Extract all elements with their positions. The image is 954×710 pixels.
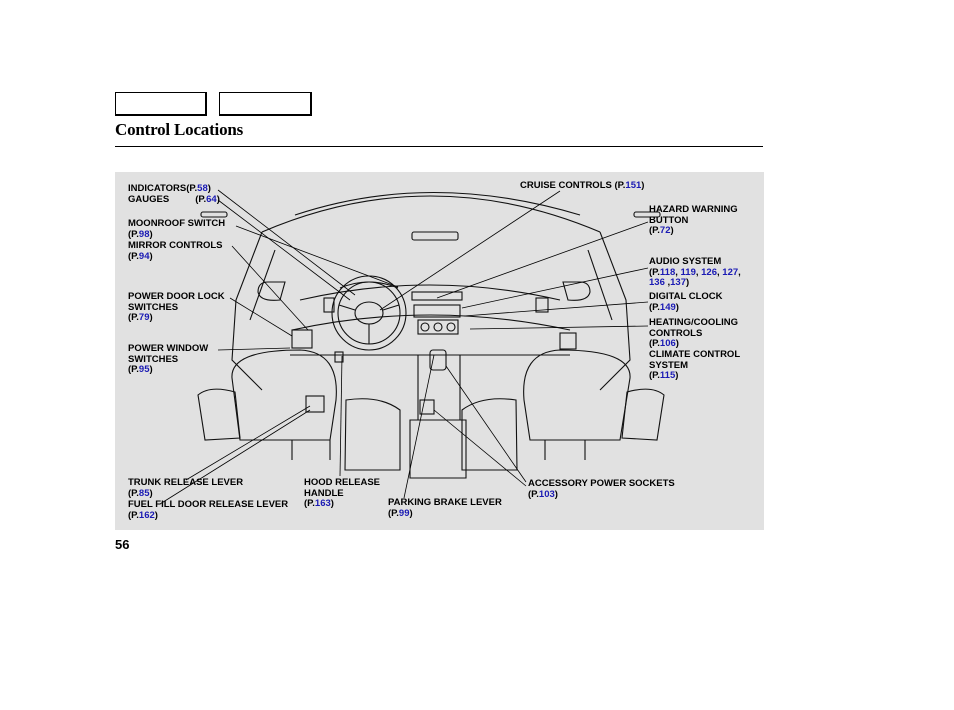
link-audio-page-3[interactable]: 126 bbox=[701, 266, 717, 278]
label-audio-system: AUDIO SYSTEM (P.118, 119, 126, 127, 136 … bbox=[649, 256, 741, 288]
link-clock-page[interactable]: 149 bbox=[659, 301, 676, 313]
label-digital-clock: DIGITAL CLOCK (P.149) bbox=[649, 291, 723, 313]
link-audio-page-1[interactable]: 118 bbox=[659, 266, 676, 278]
link-trunk-page[interactable]: 85 bbox=[138, 487, 150, 499]
link-parking-page[interactable]: 99 bbox=[398, 507, 410, 519]
label-gauges: GAUGES(P.64) bbox=[128, 194, 220, 205]
link-cruise-page[interactable]: 151 bbox=[625, 180, 642, 191]
label-mirror-controls: MIRROR CONTROLS (P.94) bbox=[128, 240, 223, 262]
label-hood-release: HOOD RELEASE HANDLE (P.163) bbox=[304, 477, 381, 509]
link-accessory-page[interactable]: 103 bbox=[538, 488, 555, 500]
label-parking-brake: PARKING BRAKE LEVER (P.99) bbox=[388, 497, 502, 519]
link-audio-page-6[interactable]: 137 bbox=[670, 277, 686, 288]
link-door-lock-page[interactable]: 79 bbox=[138, 312, 150, 323]
link-window-page[interactable]: 95 bbox=[138, 364, 150, 375]
label-moonroof-switch: MOONROOF SWITCH (P.98) bbox=[128, 218, 226, 240]
nav-tab-2[interactable] bbox=[219, 92, 312, 116]
label-heating-cooling: HEATING/COOLING CONTROLS (P.106) bbox=[649, 317, 739, 349]
link-climate-page[interactable]: 115 bbox=[659, 370, 676, 381]
link-audio-page-5[interactable]: 136 bbox=[649, 277, 665, 288]
label-hazard-button: HAZARD WARNING BUTTON (P.72) bbox=[649, 204, 738, 236]
link-gauges-page[interactable]: 64 bbox=[206, 194, 217, 205]
link-hazard-page[interactable]: 72 bbox=[659, 225, 671, 236]
link-fuel-page[interactable]: 162 bbox=[138, 509, 155, 521]
label-power-door-lock: POWER DOOR LOCK SWITCHES (P.79) bbox=[128, 291, 225, 323]
link-indicators-page[interactable]: 58 bbox=[197, 183, 208, 194]
page-title: Control Locations bbox=[115, 120, 244, 139]
label-power-window: POWER WINDOW SWITCHES (P.95) bbox=[128, 343, 209, 375]
label-climate-control: CLIMATE CONTROL SYSTEM (P.115) bbox=[649, 349, 741, 381]
link-hood-page[interactable]: 163 bbox=[314, 498, 331, 509]
link-mirror-page[interactable]: 94 bbox=[138, 250, 150, 262]
nav-tab-1[interactable] bbox=[115, 92, 207, 116]
link-heating-page[interactable]: 106 bbox=[659, 338, 676, 349]
label-fuel-fill-door: FUEL FILL DOOR RELEASE LEVER (P.162) bbox=[128, 499, 289, 521]
label-indicators: INDICATORS(P.58) bbox=[128, 183, 211, 194]
title-divider bbox=[115, 146, 763, 147]
page-number: 56 bbox=[115, 537, 130, 552]
link-audio-page-2[interactable]: 119 bbox=[680, 266, 696, 278]
label-trunk-release: TRUNK RELEASE LEVER (P.85) bbox=[128, 477, 244, 499]
label-cruise-controls: CRUISE CONTROLS (P.151) bbox=[520, 180, 645, 191]
link-audio-page-4[interactable]: 127 bbox=[722, 266, 739, 278]
link-moonroof-page[interactable]: 98 bbox=[138, 228, 150, 240]
label-accessory-sockets: ACCESSORY POWER SOCKETS (P.103) bbox=[528, 478, 675, 500]
